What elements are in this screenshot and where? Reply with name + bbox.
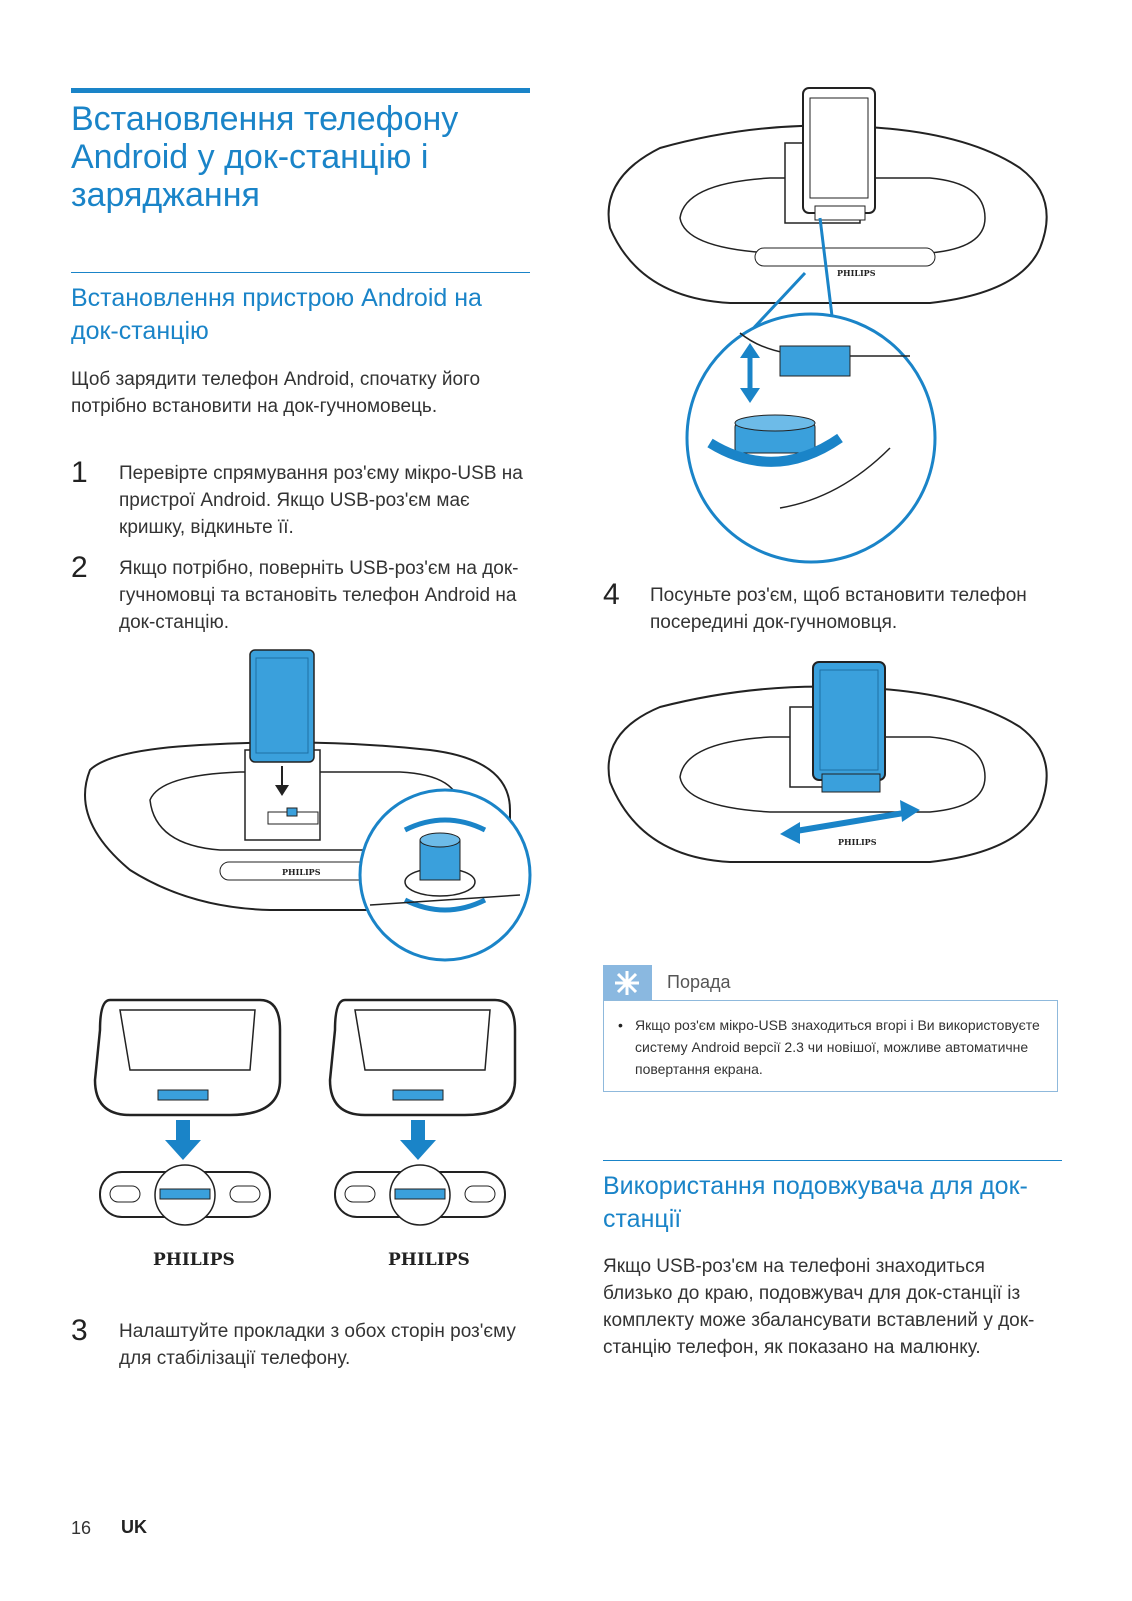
tip-label: Порада <box>667 972 731 992</box>
section2-text: Якщо USB-роз'єм на телефоні знаходиться … <box>603 1256 1035 1358</box>
step-4-text: Посуньте роз'єм, щоб встановити телефон … <box>650 585 1027 633</box>
tip-text: Якщо роз'єм мікро-USB знаходиться вгорі … <box>635 1017 1040 1077</box>
step-2-number: 2 <box>71 551 88 584</box>
dock-brand-label-2: PHILIPS <box>837 268 876 278</box>
tip-bullet: • <box>618 1017 623 1033</box>
language-code: UK <box>121 1517 147 1537</box>
tip-box <box>603 1000 1058 1092</box>
page-number: 16 <box>71 1518 92 1538</box>
step-3-text: Налаштуйте прокладки з обох сторін роз'є… <box>119 1321 516 1369</box>
page-title: Встановлення телефону Android у док-стан… <box>71 100 459 214</box>
section2-heading: Використання подовжувача для док-станції <box>603 1172 1028 1233</box>
dock-centered-illustration: PHILIPS <box>607 661 1048 863</box>
tip-icon <box>603 965 652 1001</box>
step-1-text: Перевірте спрямування роз'єму мікро-USB … <box>119 463 523 538</box>
section1-heading: Встановлення пристрою Android на док-ста… <box>71 284 482 345</box>
step-1-number: 1 <box>71 456 88 489</box>
step-4-number: 4 <box>603 578 620 611</box>
section1-intro: Щоб зарядити телефон Android, спочатку й… <box>71 369 481 417</box>
step-2-text: Якщо потрібно, поверніть USB-роз'єм на д… <box>119 558 519 633</box>
dock-slide-detail-illustration: PHILIPS <box>607 87 1048 564</box>
title-rule <box>71 88 530 93</box>
pads-illustration: PHILIPS PHILIPS <box>93 998 517 1270</box>
dock-brand-label: PHILIPS <box>282 867 321 877</box>
section1-rule <box>71 272 530 273</box>
step-3-number: 3 <box>71 1314 88 1347</box>
pads-brand-left: PHILIPS <box>153 1250 235 1270</box>
pads-brand-right: PHILIPS <box>388 1250 470 1270</box>
dock-rotate-illustration: PHILIPS <box>84 649 532 962</box>
section2-rule <box>603 1160 1062 1161</box>
dock-brand-label-3: PHILIPS <box>838 837 877 847</box>
